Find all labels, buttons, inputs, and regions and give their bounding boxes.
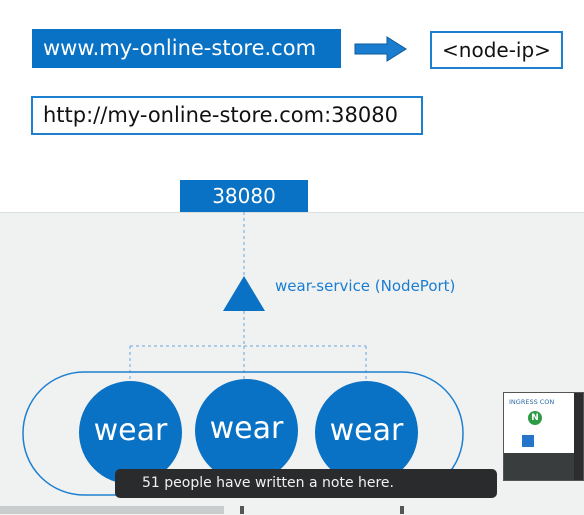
note-marker[interactable] bbox=[240, 506, 244, 514]
note-marker[interactable] bbox=[400, 506, 404, 514]
right-arrow-icon bbox=[354, 36, 407, 62]
nginx-logo-icon: N bbox=[528, 411, 542, 425]
pod-wear-3: wear bbox=[315, 381, 418, 484]
pod-wear-2: wear bbox=[195, 379, 298, 482]
video-thumbnail-preview[interactable]: INGRESS CON N bbox=[503, 392, 584, 481]
service-label: wear-service (NodePort) bbox=[275, 277, 456, 295]
notes-tooltip[interactable]: 51 people have written a note here. bbox=[115, 469, 497, 498]
url-box: http://my-online-store.com:38080 bbox=[31, 96, 423, 135]
node-port-box: 38080 bbox=[180, 180, 308, 212]
thumbnail-sidebar bbox=[574, 393, 583, 480]
domain-name-box: www.my-online-store.com bbox=[32, 29, 341, 68]
pod-wear-1: wear bbox=[79, 381, 182, 484]
video-progress-played bbox=[0, 506, 224, 514]
config-box-icon bbox=[522, 435, 534, 447]
thumbnail-terminal bbox=[504, 453, 583, 480]
video-progress-track[interactable] bbox=[0, 506, 584, 514]
node-ip-box: <node-ip> bbox=[430, 31, 563, 69]
service-triangle-icon bbox=[223, 276, 265, 311]
thumbnail-title: INGRESS CON bbox=[509, 398, 555, 406]
